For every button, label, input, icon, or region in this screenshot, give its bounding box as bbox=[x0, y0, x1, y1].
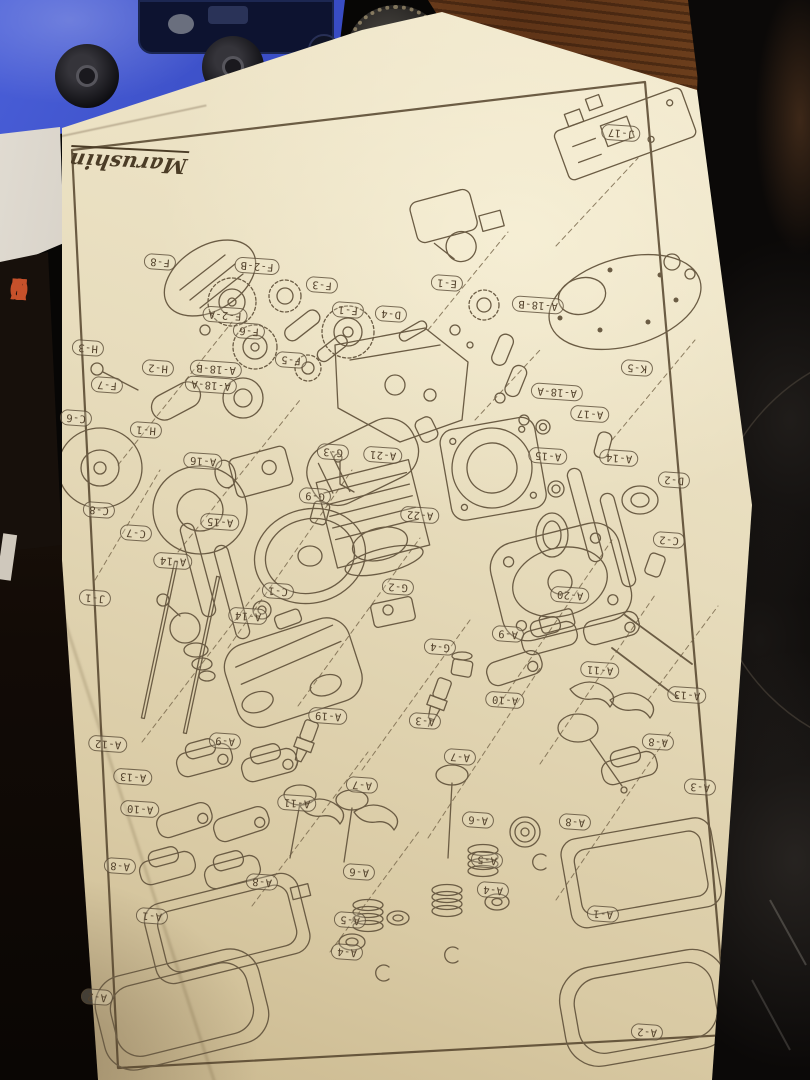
part-label: A-14 bbox=[228, 606, 268, 626]
small-fittings bbox=[309, 454, 575, 678]
part-label: F-3 bbox=[305, 275, 339, 295]
part-label: E-1 bbox=[430, 273, 464, 293]
part-label: A-2 bbox=[80, 987, 114, 1007]
part-label: A-6 bbox=[342, 862, 376, 882]
carburetor-part bbox=[408, 181, 510, 271]
timing-gears bbox=[200, 278, 499, 381]
part-label: A-10 bbox=[120, 799, 160, 819]
part-label: A-9 bbox=[491, 624, 525, 644]
part-label: C-8 bbox=[82, 500, 116, 520]
part-label: A-20 bbox=[550, 585, 590, 605]
part-label: A-4 bbox=[476, 880, 510, 900]
part-label: A-8 bbox=[641, 732, 675, 752]
part-label: A-16 bbox=[183, 451, 223, 471]
part-label: A-3 bbox=[408, 711, 442, 731]
part-label: G-3 bbox=[316, 442, 350, 462]
part-label: A-13 bbox=[667, 685, 707, 705]
retainers-and-clips bbox=[339, 817, 546, 981]
part-label: A-2 bbox=[630, 1022, 664, 1042]
part-label: J-1 bbox=[78, 588, 112, 608]
part-label: C-7 bbox=[119, 523, 153, 543]
valves bbox=[284, 714, 627, 862]
part-label: G-2 bbox=[381, 577, 415, 597]
part-label: C-6 bbox=[59, 408, 93, 428]
part-label: A-7 bbox=[443, 747, 477, 767]
part-label: A-3 bbox=[683, 777, 717, 797]
part-label: A-14 bbox=[153, 551, 193, 571]
part-label: A-11 bbox=[277, 793, 317, 813]
part-label: K-5 bbox=[620, 358, 654, 378]
oil-pans-and-gaskets bbox=[89, 815, 737, 1076]
part-label: A-13 bbox=[113, 767, 153, 787]
cylinder-flange bbox=[438, 415, 549, 522]
part-label: F-8 bbox=[143, 252, 177, 272]
part-label: A-21 bbox=[363, 445, 403, 465]
part-label: A-6 bbox=[461, 810, 495, 830]
generator-parts bbox=[91, 363, 449, 515]
part-label: A-10 bbox=[485, 690, 525, 710]
chain-case-cover bbox=[538, 238, 712, 366]
cylinder-head-left bbox=[218, 612, 368, 734]
part-label: A-19 bbox=[308, 706, 348, 726]
crankcase bbox=[335, 328, 468, 442]
part-label: A-14 bbox=[599, 448, 639, 468]
part-label: D-2 bbox=[657, 470, 691, 490]
tray-part bbox=[168, 14, 194, 34]
part-label: A-17 bbox=[570, 404, 610, 424]
part-label: G-9 bbox=[298, 486, 332, 506]
part-label: F-1 bbox=[331, 300, 365, 320]
cylinder-head-right bbox=[485, 517, 637, 646]
part-label: A-11 bbox=[580, 660, 620, 680]
part-label: G-4 bbox=[423, 637, 457, 657]
part-label: A-4 bbox=[330, 942, 364, 962]
part-label: A-18-A bbox=[530, 382, 584, 402]
part-label: A-5 bbox=[333, 910, 367, 930]
tray-part bbox=[208, 6, 248, 24]
part-label: A-18-B bbox=[511, 295, 565, 315]
part-label: J-17 bbox=[601, 123, 641, 143]
part-label: F-5 bbox=[274, 350, 308, 370]
part-label: H-3 bbox=[71, 338, 105, 358]
part-label: A-8 bbox=[558, 812, 592, 832]
bracket-part bbox=[546, 68, 697, 182]
part-label: C-1 bbox=[261, 581, 295, 601]
part-label: A-1 bbox=[586, 904, 620, 924]
cylinder-barrel bbox=[316, 460, 433, 584]
part-label: A-9 bbox=[208, 731, 242, 751]
part-label: F-7 bbox=[90, 375, 124, 395]
pushrod-tubes bbox=[179, 467, 637, 640]
part-label: A-12 bbox=[88, 734, 128, 754]
part-label: H-1 bbox=[129, 420, 163, 440]
part-label: A-1 bbox=[135, 906, 169, 926]
part-label: A-8 bbox=[245, 872, 279, 892]
part-label: F-2-B bbox=[233, 256, 281, 276]
oil-pump bbox=[212, 444, 568, 557]
part-label: A-18-A bbox=[184, 375, 238, 395]
part-label: A-22 bbox=[400, 505, 440, 525]
part-label: D-4 bbox=[374, 304, 408, 324]
part-label: A-5 bbox=[470, 850, 504, 870]
part-label: A-15 bbox=[200, 512, 240, 532]
part-label: A-15 bbox=[528, 446, 568, 466]
assembly-axis-lines bbox=[95, 158, 718, 952]
part-label: C-2 bbox=[652, 530, 686, 550]
valve-springs bbox=[353, 845, 498, 932]
knob-core bbox=[76, 65, 98, 87]
part-label: A-8 bbox=[103, 856, 137, 876]
part-label: H-2 bbox=[141, 358, 175, 378]
flywheels-and-clutch bbox=[58, 428, 376, 615]
part-label: A-7 bbox=[345, 775, 379, 795]
valve-lifter bbox=[157, 594, 303, 681]
gear-case-cover bbox=[151, 224, 270, 331]
part-label: F-6 bbox=[232, 321, 266, 341]
